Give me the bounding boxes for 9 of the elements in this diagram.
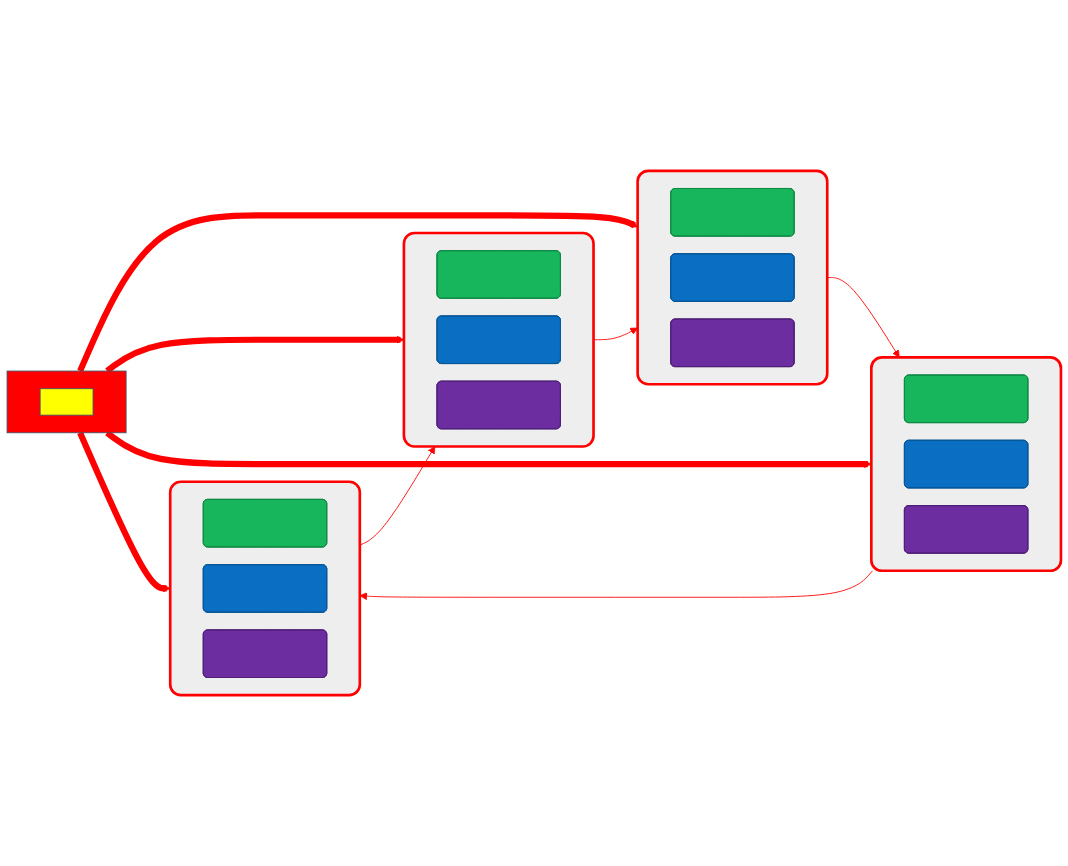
arrow xyxy=(105,430,872,468)
arrow xyxy=(77,431,171,593)
cluster xyxy=(636,169,829,386)
cluster xyxy=(870,356,1063,573)
cluster xyxy=(6,370,127,434)
node-box xyxy=(39,388,94,416)
arrow xyxy=(105,335,405,374)
cluster xyxy=(168,480,362,697)
cluster xyxy=(402,231,595,448)
